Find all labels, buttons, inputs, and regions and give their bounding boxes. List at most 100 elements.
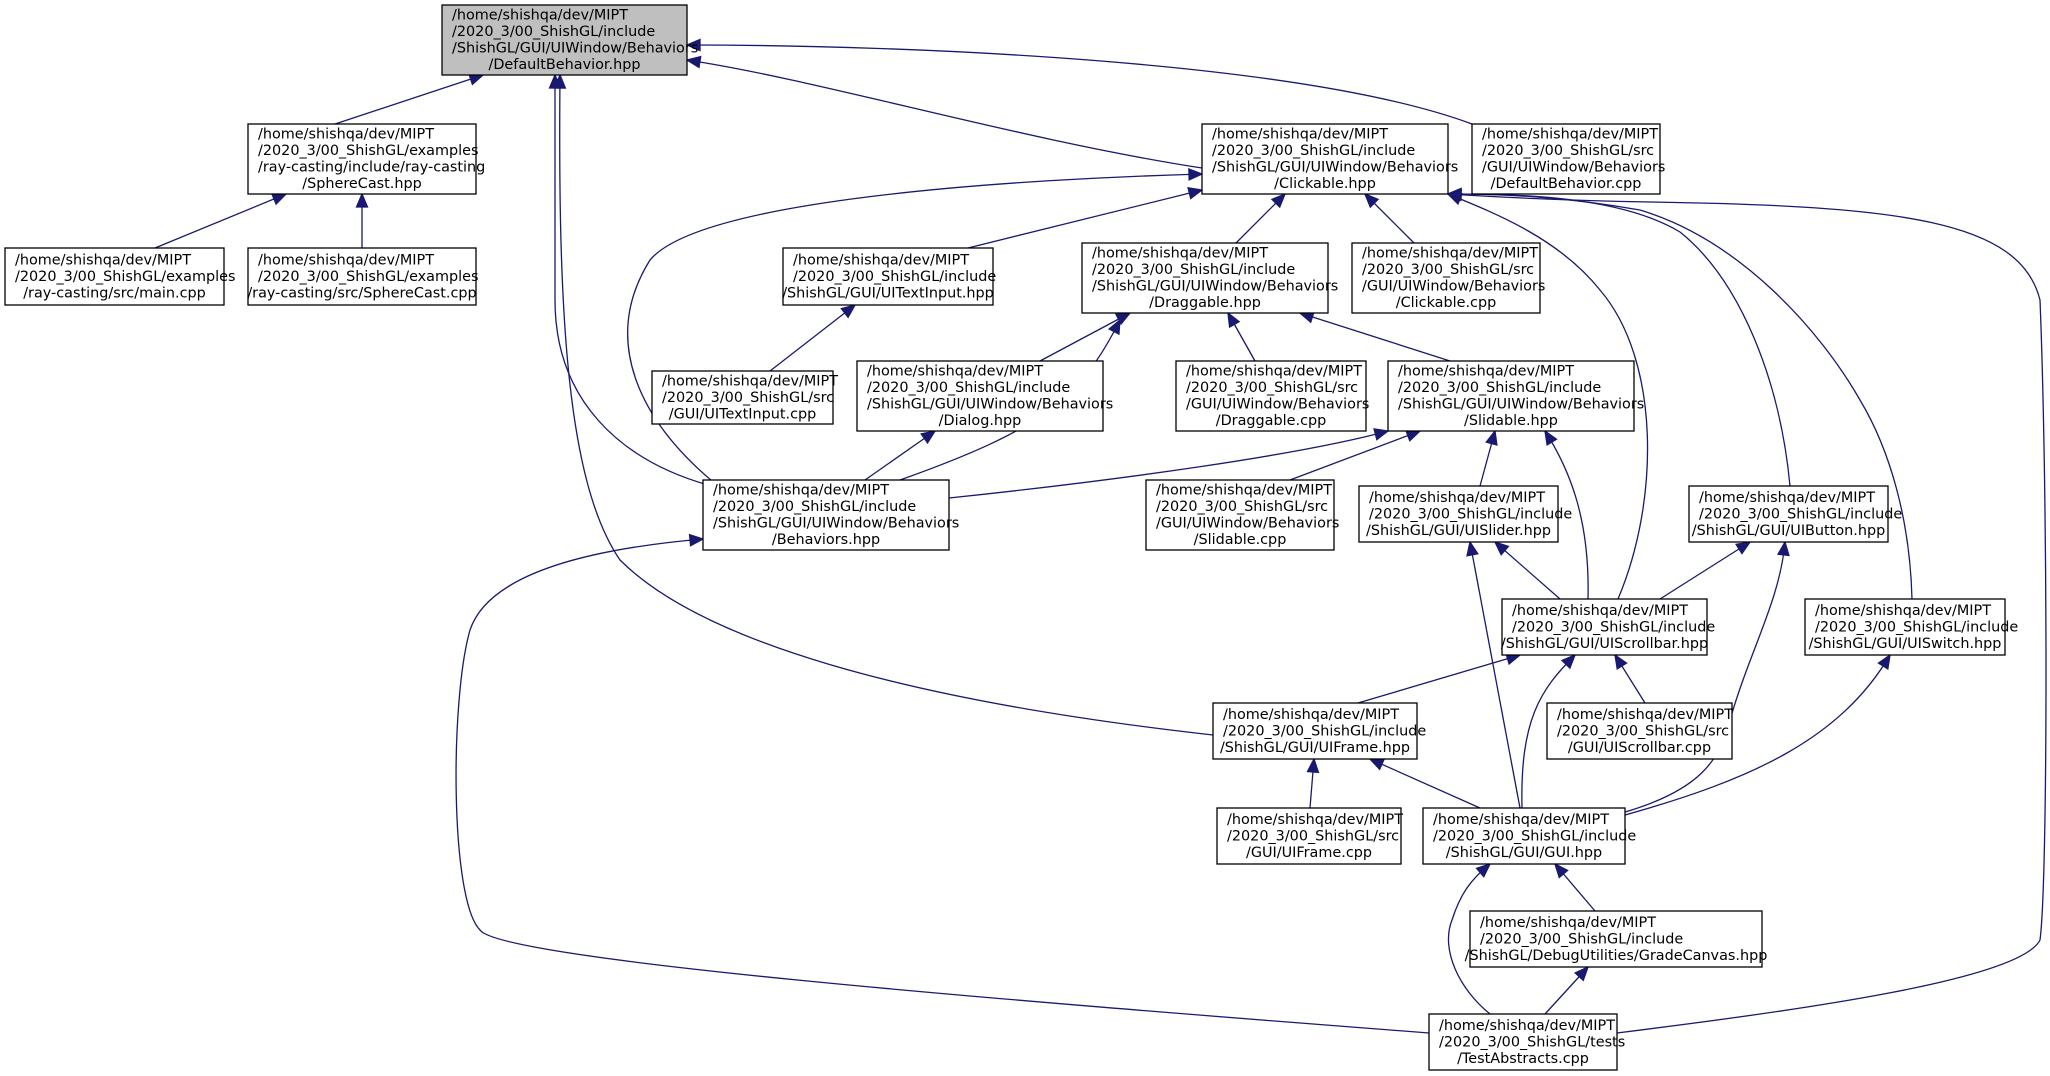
node-label-line: /2020_3/00_ShishGL/include [793,269,996,285]
arrowhead-icon [1446,188,1463,202]
node-label-line: /ShishGL/DebugUtilities/GradeCanvas.hpp [1465,948,1768,964]
node-uiframe-cpp[interactable]: /home/shishqa/dev/MIPT/2020_3/00_ShishGL… [1216,807,1403,865]
node-slidable-cpp[interactable]: /home/shishqa/dev/MIPT/2020_3/00_ShishGL… [1145,479,1339,551]
node-gradecanvas-hpp[interactable]: /home/shishqa/dev/MIPT/2020_3/00_ShishGL… [1465,910,1768,968]
node-gui-hpp[interactable]: /home/shishqa/dev/MIPT/2020_3/00_ShishGL… [1422,807,1636,865]
node-uislider-hpp[interactable]: /home/shishqa/dev/MIPT/2020_3/00_ShishGL… [1358,485,1572,543]
node-clickable-hpp[interactable]: /home/shishqa/dev/MIPT/2020_3/00_ShishGL… [1201,123,1458,195]
node-uiframe-hpp[interactable]: /home/shishqa/dev/MIPT/2020_3/00_ShishGL… [1212,702,1426,760]
edge-behaviors-hpp-to-dialog-hpp [864,430,937,481]
node-box[interactable] [1804,598,2006,656]
node-label-line: /2020_3/00_ShishGL/examples [258,143,479,159]
edge-slidable-hpp-to-draggable-hpp [1298,310,1451,362]
edge-testabstracts-cpp-to-gui-hpp [1447,862,1492,1015]
node-label-line: /ShishGL/GUI/UISlider.hpp [1366,523,1551,539]
arrowhead-icon [1466,540,1479,557]
node-box[interactable] [1201,123,1449,195]
edge-uiframe-cpp-to-uiframe-hpp [1306,757,1320,809]
node-main-cpp[interactable]: /home/shishqa/dev/MIPT/2020_3/00_ShishGL… [4,247,236,306]
edge-line [554,75,709,486]
node-behaviors-hpp[interactable]: /home/shishqa/dev/MIPT/2020_3/00_ShishGL… [702,479,959,551]
node-box[interactable] [1145,479,1335,551]
edge-line [1289,430,1421,481]
node-box[interactable] [441,4,688,76]
node-box[interactable] [1216,807,1402,865]
node-draggable-cpp[interactable]: /home/shishqa/dev/MIPT/2020_3/00_ShishGL… [1175,360,1369,432]
node-label-line: /home/shishqa/dev/MIPT [452,8,628,24]
node-box[interactable] [651,370,834,425]
node-label-line: /DefaultBehavior.hpp [489,57,641,73]
node-label-line: /2020_3/00_ShishGL/src [1557,723,1729,739]
node-box[interactable] [247,247,477,306]
node-box[interactable] [782,247,994,306]
node-box[interactable] [1688,485,1889,543]
node-box[interactable] [1212,702,1418,760]
node-uiswitch-hpp[interactable]: /home/shishqa/dev/MIPT/2020_3/00_ShishGL… [1804,598,2018,656]
node-box[interactable] [856,360,1104,432]
node-box[interactable] [1471,123,1661,195]
node-label-line: /ShishGL/GUI/GUI.hpp [1446,845,1602,861]
arrowhead-icon [1227,311,1241,329]
node-label-line: /Slidable.hpp [1464,413,1558,429]
edge-gui-hpp-to-uibutton-hpp [1624,540,1790,813]
node-box[interactable] [1422,807,1626,865]
arrowhead-icon [1306,757,1320,774]
node-testabstracts-cpp[interactable]: /home/shishqa/dev/MIPT/2020_3/00_ShishGL… [1428,1013,1625,1071]
node-label-line: /GUI/UITextInput.cpp [669,406,817,422]
node-label-line: /2020_3/00_ShishGL/include [713,499,916,515]
node-dialog-hpp[interactable]: /home/shishqa/dev/MIPT/2020_3/00_ShishGL… [856,360,1113,432]
node-label-line: /2020_3/00_ShishGL/include [867,380,1070,396]
edge-line [1447,193,1791,487]
arrowhead-icon [1560,653,1577,670]
node-spherecast-hpp[interactable]: /home/shishqa/dev/MIPT/2020_3/00_ShishGL… [247,123,485,195]
node-label-line: /ray-casting/src/main.cpp [23,285,206,301]
node-label-line: /2020_3/00_ShishGL/src [1156,499,1328,515]
node-uiscrollbar-hpp[interactable]: /home/shishqa/dev/MIPT/2020_3/00_ShishGL… [1501,598,1715,656]
edge-gui-hpp-to-uiswitch-hpp [1624,653,1891,816]
edge-line [1447,193,2047,1034]
node-label-line: /home/shishqa/dev/MIPT [258,252,434,268]
node-label-line: /GUI/UIWindow/Behaviors [1362,279,1545,295]
node-box[interactable] [1081,242,1329,314]
arrowhead-icon [1877,653,1891,671]
node-box[interactable] [4,247,225,306]
node-uitextinput-cpp[interactable]: /home/shishqa/dev/MIPT/2020_3/00_ShishGL… [651,370,838,425]
node-default-behavior-cpp[interactable]: /home/shishqa/dev/MIPT/2020_3/00_ShishGL… [1471,123,1665,195]
arrowhead-icon [1776,540,1790,557]
node-box[interactable] [1469,910,1763,968]
edge-behaviors-hpp-to-clickable-hpp [627,167,1204,482]
node-label-line: /Dialog.hpp [939,413,1022,429]
edge-gui-hpp-to-uiscrollbar-hpp [1521,653,1577,809]
node-label-line: /ray-casting/include/ray-casting [258,160,485,176]
node-uitextinput-hpp[interactable]: /home/shishqa/dev/MIPT/2020_3/00_ShishGL… [782,247,996,306]
edge-testabstracts-cpp-to-behaviors-hpp [455,533,1430,1034]
node-clickable-cpp[interactable]: /home/shishqa/dev/MIPT/2020_3/00_ShishGL… [1351,242,1545,314]
node-box[interactable] [1175,360,1367,432]
node-spherecast-cpp[interactable]: /home/shishqa/dev/MIPT/2020_3/00_ShishGL… [247,247,479,306]
node-box[interactable] [1546,702,1733,760]
edge-uiscrollbar-hpp-to-uibutton-hpp [1659,541,1752,600]
edge-line [967,189,1203,249]
node-box[interactable] [702,479,950,551]
node-draggable-hpp[interactable]: /home/shishqa/dev/MIPT/2020_3/00_ShishGL… [1081,242,1338,314]
node-label-line: /2020_3/00_ShishGL/src [1186,380,1358,396]
node-box[interactable] [1351,242,1541,314]
node-label-line: /2020_3/00_ShishGL/examples [258,269,479,285]
node-slidable-hpp[interactable]: /home/shishqa/dev/MIPT/2020_3/00_ShishGL… [1387,360,1644,432]
node-label-line: /home/shishqa/dev/MIPT [1092,246,1268,262]
node-box[interactable] [1501,598,1708,656]
edge-clickable-cpp-to-clickable-hpp [1363,192,1415,244]
node-uiscrollbar-cpp[interactable]: /home/shishqa/dev/MIPT/2020_3/00_ShishGL… [1546,702,1733,760]
node-label-line: /ShishGL/GUI/UIWindow/Behaviors [452,41,698,57]
node-box[interactable] [1358,485,1559,543]
arrowhead-icon [685,38,701,52]
node-default-behavior-hpp[interactable]: /home/shishqa/dev/MIPT/2020_3/00_ShishGL… [441,4,698,76]
edge-gui-hpp-to-uislider-hpp [1466,540,1521,809]
edge-default-behavior-cpp-to-default-behavior-hpp [685,38,1473,125]
node-label-line: /home/shishqa/dev/MIPT [1433,812,1609,828]
node-box[interactable] [1428,1013,1618,1071]
node-box[interactable] [247,123,477,195]
edge-uitextinput-hpp-to-clickable-hpp [967,186,1204,249]
node-box[interactable] [1387,360,1635,432]
node-uibutton-hpp[interactable]: /home/shishqa/dev/MIPT/2020_3/00_ShishGL… [1688,485,1902,543]
